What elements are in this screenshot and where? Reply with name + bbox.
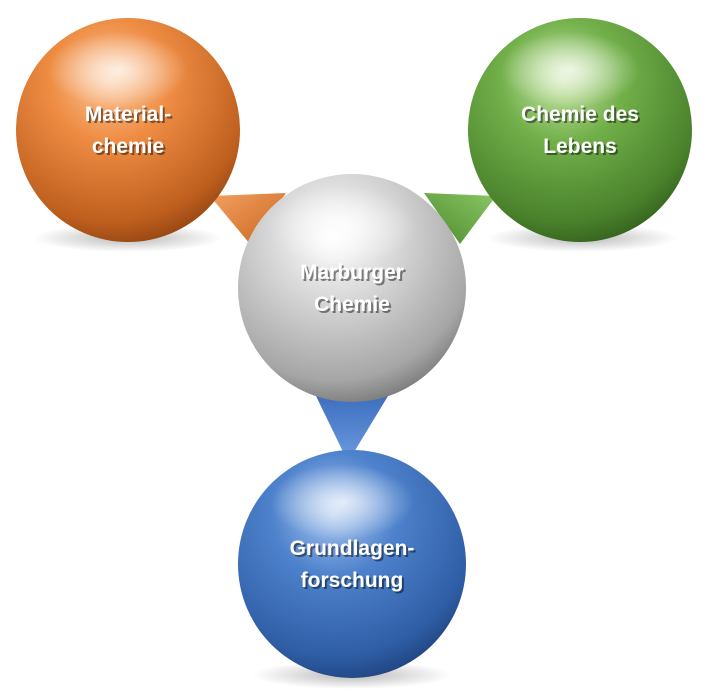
svg-text:chemie: chemie (94, 137, 166, 160)
svg-text:Marburger: Marburger (302, 263, 406, 286)
label-grundlagenforschung: Grundlagen- Grundlagen- forschung forsch… (290, 537, 417, 594)
label-line-1: Grundlagen- (290, 537, 415, 560)
sphere-materialchemie (16, 18, 240, 242)
connector-grundlagenforschung (316, 396, 388, 462)
svg-text:Chemie: Chemie (316, 295, 392, 318)
connectors (210, 193, 496, 462)
label-line-1: Material- (85, 103, 171, 126)
label-line-2: Chemie (314, 293, 390, 316)
label-chemie-des-lebens: Chemie des Chemie des Lebens Lebens (521, 103, 641, 160)
svg-text:Grundlagen-: Grundlagen- (292, 539, 417, 562)
label-center: Marburger Marburger Chemie Chemie (300, 261, 406, 318)
svg-text:Chemie des: Chemie des (523, 105, 641, 128)
connector-chemie-des-lebens (424, 193, 496, 244)
label-line-1: Marburger (300, 261, 404, 284)
sphere-center (238, 174, 466, 402)
connector-materialchemie (210, 193, 286, 244)
label-line-1: Chemie des (521, 103, 639, 126)
svg-text:Material-: Material- (87, 105, 173, 128)
label-line-2: Lebens (543, 135, 617, 158)
sphere-chemie-des-lebens (468, 18, 692, 242)
svg-text:forschung: forschung (303, 571, 406, 594)
label-line-2: chemie (92, 135, 164, 158)
svg-text:Lebens: Lebens (545, 137, 619, 160)
label-materialchemie: Material- Material- chemie chemie (85, 103, 173, 160)
label-line-2: forschung (301, 569, 404, 592)
sphere-grundlagenforschung (238, 450, 466, 678)
